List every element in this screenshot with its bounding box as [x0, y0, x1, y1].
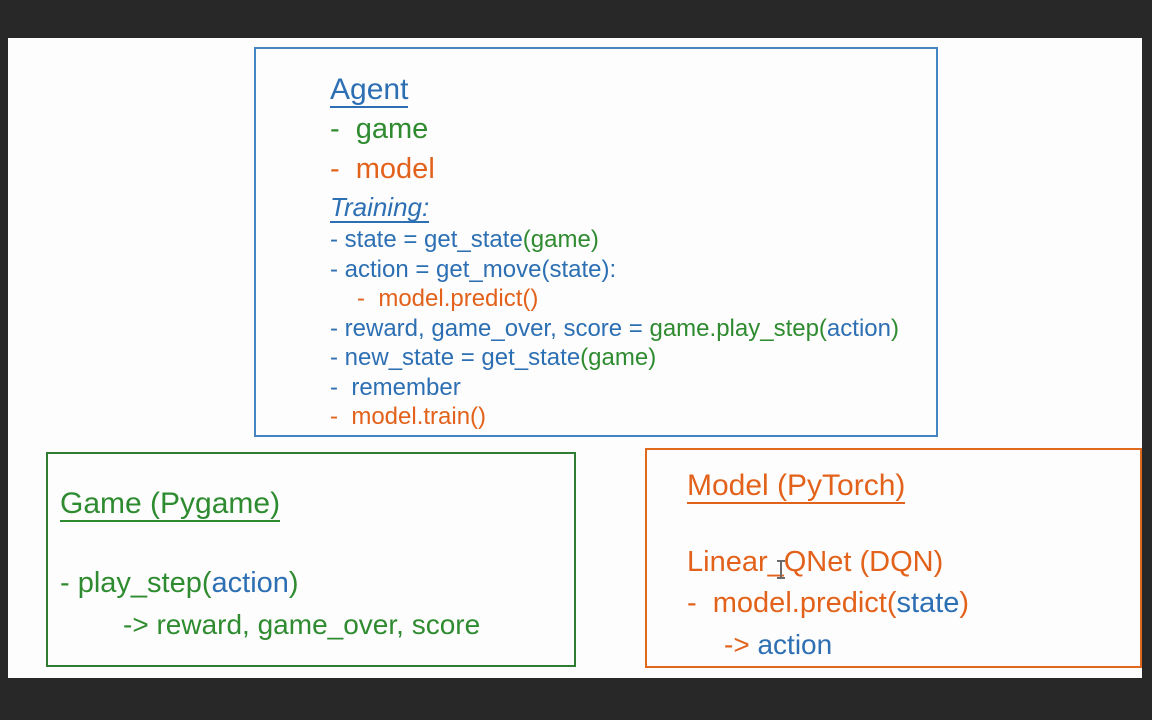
agent-title-line: Agent: [330, 71, 936, 109]
text-segment: action: [757, 629, 833, 660]
agent-bullet-game: - game: [330, 113, 429, 145]
text-segment: - model.predict(: [687, 587, 897, 619]
text-segment: - play_step(: [60, 567, 212, 599]
text-segment: (game): [522, 226, 599, 253]
model-line-returns: -> action: [687, 624, 1140, 665]
game-line-play-step: - play_step(action): [60, 562, 574, 604]
agent-line-reward: - reward, game_over, score = game.play_s…: [330, 314, 936, 344]
text-cursor-icon: [776, 560, 786, 579]
game-line-returns: -> reward, game_over, score: [123, 609, 481, 640]
text-segment: ): [288, 567, 299, 599]
text-segment: action: [826, 314, 891, 342]
model-title: Model (PyTorch): [687, 469, 906, 504]
model-box: Model (PyTorch) Linear_QNet (DQN) - mode…: [645, 448, 1142, 668]
text-cursor-stem: [780, 562, 782, 577]
text-segment: (game): [580, 344, 657, 371]
text-segment: action: [211, 567, 289, 599]
text-segment: state: [896, 587, 960, 619]
model-line-qnet: Linear_QNet (DQN): [687, 546, 944, 578]
game-title: Game (Pygame): [60, 487, 281, 522]
text-segment: - state = get_state: [330, 226, 523, 253]
slide-canvas: Agent - game - model Training: - state =…: [8, 38, 1142, 678]
model-line-predict: - model.predict(state): [687, 583, 1140, 624]
game-box: Game (Pygame) - play_step(action) -> rew…: [46, 452, 576, 667]
text-segment: ): [890, 314, 899, 342]
agent-bullet-model: - model: [330, 153, 435, 185]
text-cursor-cap: [777, 577, 785, 579]
agent-line-action: - action = get_move(state):: [330, 255, 617, 283]
agent-training-line: Training:: [330, 189, 936, 225]
agent-line-predict: - model.predict(): [357, 285, 539, 312]
agent-line-train: - model.train(): [330, 403, 487, 430]
text-segment: ->: [724, 629, 758, 660]
text-segment: - reward, game_over, score =: [330, 314, 650, 342]
agent-box: Agent - game - model Training: - state =…: [254, 47, 938, 437]
training-label: Training:: [330, 192, 430, 223]
agent-line-new-state: - new_state = get_state(game): [330, 343, 936, 373]
game-title-line: Game (Pygame): [60, 484, 574, 524]
agent-line-state: - state = get_state(game): [330, 225, 936, 255]
text-cursor-cap: [777, 560, 785, 562]
agent-line-remember: - remember: [330, 373, 461, 401]
text-segment: ): [959, 587, 970, 619]
text-segment: game.play_step(: [649, 314, 827, 342]
model-title-line: Model (PyTorch): [687, 466, 1140, 506]
agent-title: Agent: [330, 73, 409, 108]
text-segment: - new_state = get_state: [330, 344, 581, 371]
